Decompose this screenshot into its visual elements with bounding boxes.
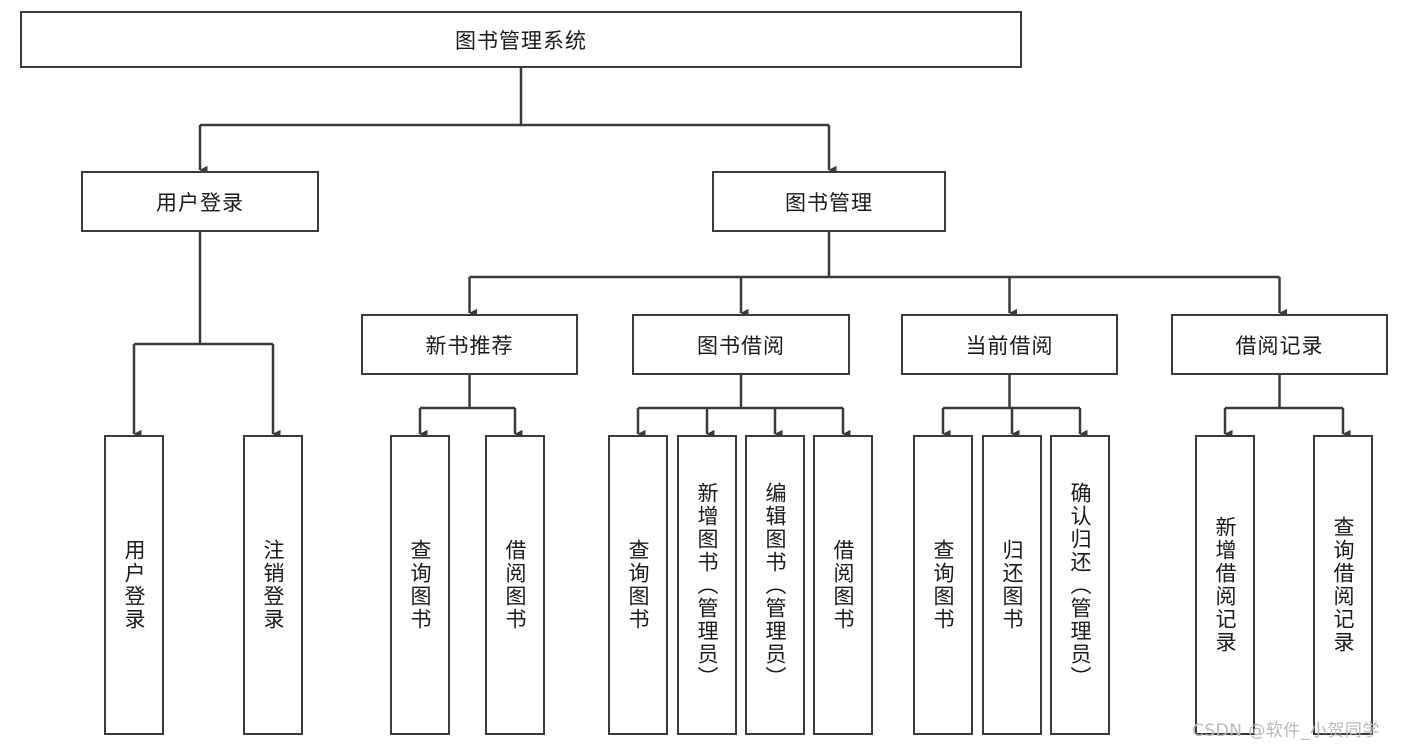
node-label: 用户登录 bbox=[156, 190, 244, 215]
node-label: 借阅记录 bbox=[1235, 333, 1324, 358]
node-label: 新增借阅记录 bbox=[1213, 516, 1238, 654]
node-leaf-borrow-book-1[interactable]: 借阅图书 bbox=[485, 435, 545, 735]
node-leaf-query-book-2[interactable]: 查询图书 bbox=[608, 435, 668, 735]
node-leaf-user-login[interactable]: 用户登录 bbox=[104, 435, 164, 735]
node-label: 查询图书 bbox=[408, 539, 433, 631]
node-new-book-rec[interactable]: 新书推荐 bbox=[361, 314, 578, 375]
node-leaf-query-book-3[interactable]: 查询图书 bbox=[913, 435, 973, 735]
node-borrow-record[interactable]: 借阅记录 bbox=[1171, 314, 1388, 375]
node-label: 图书管理系统 bbox=[455, 28, 587, 53]
node-leaf-add-record[interactable]: 新增借阅记录 bbox=[1195, 435, 1255, 735]
node-leaf-borrow-book-2[interactable]: 借阅图书 bbox=[813, 435, 873, 735]
node-user-login[interactable]: 用户登录 bbox=[81, 171, 319, 232]
node-label: 新书推荐 bbox=[425, 333, 514, 358]
node-leaf-return-book[interactable]: 归还图书 bbox=[982, 435, 1042, 735]
node-label: 用户登录 bbox=[122, 539, 147, 631]
node-label: 查询借阅记录 bbox=[1331, 516, 1356, 654]
node-current-borrow[interactable]: 当前借阅 bbox=[901, 314, 1118, 375]
node-root[interactable]: 图书管理系统 bbox=[20, 11, 1022, 68]
node-label: 借阅图书 bbox=[831, 539, 856, 631]
node-book-borrow[interactable]: 图书借阅 bbox=[632, 314, 850, 375]
node-label: 当前借阅 bbox=[965, 333, 1054, 358]
node-label: 图书管理 bbox=[785, 190, 873, 215]
node-label: 归还图书 bbox=[1000, 539, 1025, 631]
watermark-text: CSDN @软件_小贺同学 bbox=[1192, 721, 1380, 741]
node-label: 新增图书（管理员） bbox=[695, 481, 720, 689]
node-label: 编辑图书（管理员） bbox=[763, 481, 788, 689]
node-label: 查询图书 bbox=[626, 539, 651, 631]
node-label: 图书借阅 bbox=[697, 333, 785, 358]
node-leaf-user-logout[interactable]: 注销登录 bbox=[243, 435, 303, 735]
node-label: 查询图书 bbox=[931, 539, 956, 631]
node-leaf-edit-book[interactable]: 编辑图书（管理员） bbox=[745, 435, 805, 735]
node-leaf-confirm-return[interactable]: 确认归还（管理员） bbox=[1050, 435, 1110, 735]
node-leaf-add-book[interactable]: 新增图书（管理员） bbox=[677, 435, 737, 735]
node-leaf-query-book-1[interactable]: 查询图书 bbox=[390, 435, 450, 735]
node-label: 确认归还（管理员） bbox=[1068, 481, 1093, 689]
node-leaf-query-record[interactable]: 查询借阅记录 bbox=[1313, 435, 1373, 735]
node-book-manage[interactable]: 图书管理 bbox=[712, 171, 946, 232]
node-label: 注销登录 bbox=[261, 539, 286, 631]
node-label: 借阅图书 bbox=[503, 539, 528, 631]
